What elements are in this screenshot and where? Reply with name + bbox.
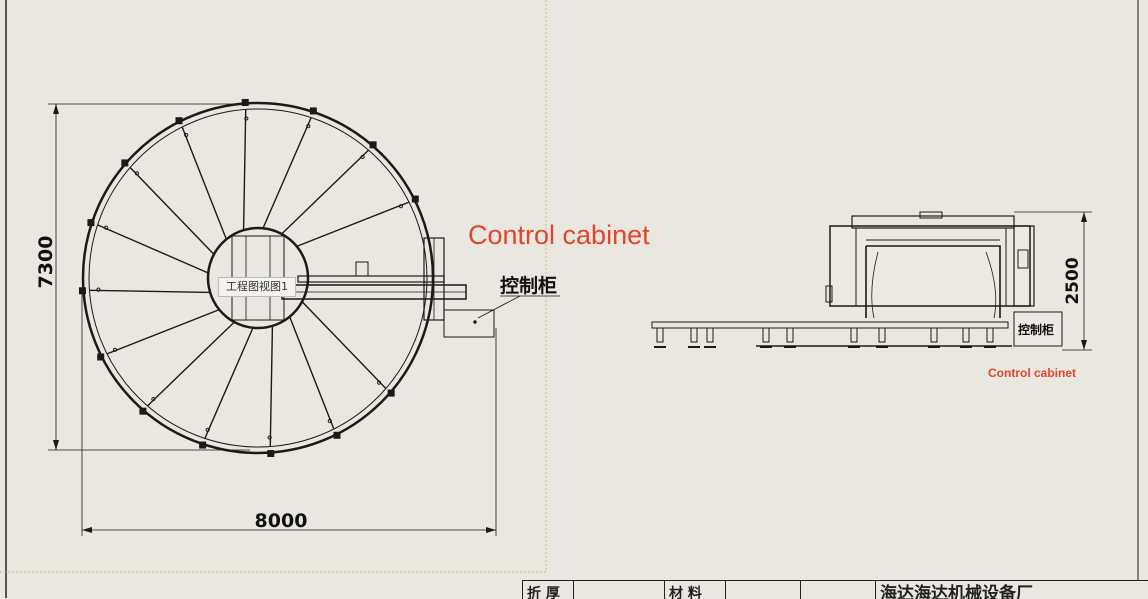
bolt-mark bbox=[205, 427, 210, 432]
conveyor-bed bbox=[651, 321, 1009, 329]
turntable-outer-ring bbox=[81, 101, 435, 455]
arm-motor bbox=[355, 261, 369, 277]
title-cell-material: 材 料 bbox=[665, 581, 726, 599]
spoke-line bbox=[296, 201, 410, 248]
turntable-spokes bbox=[89, 109, 410, 447]
spoke-line bbox=[242, 109, 247, 231]
spoke-line bbox=[301, 301, 387, 389]
view-name-label[interactable]: 工程图视图1 bbox=[218, 277, 296, 297]
bolt-mark bbox=[96, 287, 101, 292]
title-cell-blank-3 bbox=[801, 581, 876, 599]
plan-view bbox=[48, 98, 560, 536]
bolt-mark bbox=[327, 418, 332, 424]
title-cell-thickness: 折 厚 bbox=[523, 581, 574, 599]
side-view bbox=[651, 211, 1092, 351]
spoke-line bbox=[181, 126, 228, 240]
spoke-line bbox=[288, 316, 335, 430]
support-leg bbox=[688, 327, 700, 348]
support-leg bbox=[928, 327, 940, 348]
support-leg bbox=[848, 327, 860, 348]
title-cell-blank-2 bbox=[726, 581, 801, 599]
bolt-mark bbox=[306, 124, 311, 129]
control-cabinet-plan bbox=[443, 309, 495, 338]
support-leg bbox=[784, 327, 796, 348]
dim-label-side-height: 2500 bbox=[1063, 257, 1083, 304]
spoke-line bbox=[262, 117, 312, 229]
control-cabinet-cn-side-label: 控制柜 bbox=[1018, 322, 1054, 337]
cabinet-leader-line bbox=[477, 295, 521, 319]
rim-bracket bbox=[241, 98, 249, 106]
rim-bracket bbox=[121, 159, 129, 167]
support-leg bbox=[876, 327, 888, 348]
support-leg bbox=[760, 327, 772, 348]
spoke-line bbox=[106, 308, 220, 355]
bolt-mark bbox=[134, 171, 140, 176]
dim-label-plan-height: 7300 bbox=[35, 236, 57, 289]
bolt-mark bbox=[244, 116, 249, 121]
control-cabinet-annotation-small: Control cabinet bbox=[988, 366, 1077, 380]
rim-bracket bbox=[78, 287, 86, 295]
machine-housing bbox=[829, 225, 1031, 307]
rim-bracket bbox=[309, 107, 317, 115]
title-block: 折 厚 材 料 海达海达机械设备厂 bbox=[522, 580, 1148, 599]
dim-label-plan-width: 8000 bbox=[255, 510, 308, 532]
support-legs bbox=[654, 327, 996, 348]
bolt-mark bbox=[267, 435, 272, 440]
support-leg bbox=[960, 327, 972, 348]
control-cabinet-annotation-large: Control cabinet bbox=[468, 220, 650, 250]
spoke-line bbox=[147, 321, 235, 407]
rim-bracket bbox=[175, 117, 183, 125]
spoke-line bbox=[204, 327, 254, 439]
rim-bolt-marks bbox=[78, 98, 419, 458]
rim-bracket bbox=[87, 219, 95, 227]
spoke-line bbox=[97, 224, 209, 274]
control-cabinet-cn-label: 控制柜 bbox=[500, 274, 557, 297]
bolt-mark bbox=[104, 225, 109, 230]
rim-bracket bbox=[387, 389, 395, 397]
rim-bracket bbox=[199, 441, 207, 449]
rim-bracket bbox=[97, 353, 105, 361]
title-cell-company: 海达海达机械设备厂 bbox=[876, 581, 1148, 599]
control-cabinet-side bbox=[1013, 311, 1063, 347]
support-leg bbox=[654, 327, 666, 348]
support-leg bbox=[984, 327, 996, 348]
housing-top bbox=[851, 215, 1015, 229]
spoke-line bbox=[281, 149, 369, 235]
turntable-inner-ring bbox=[88, 108, 428, 448]
support-leg bbox=[704, 327, 716, 348]
bolt-mark bbox=[360, 154, 365, 160]
rim-bracket bbox=[267, 450, 275, 458]
spoke-line bbox=[269, 325, 274, 447]
rim-bracket bbox=[369, 141, 377, 149]
bolt-mark bbox=[151, 396, 156, 402]
bolt-mark bbox=[184, 132, 189, 138]
spoke-line bbox=[89, 289, 211, 294]
bolt-mark bbox=[398, 204, 404, 209]
bolt-mark bbox=[376, 380, 382, 385]
rim-bracket bbox=[139, 407, 147, 415]
bolt-mark bbox=[112, 347, 118, 352]
spoke-line bbox=[129, 167, 215, 255]
rim-bracket bbox=[333, 431, 341, 439]
rim-bracket bbox=[411, 195, 419, 203]
feed-arm-upper bbox=[297, 275, 445, 283]
title-cell-blank-1 bbox=[574, 581, 665, 599]
